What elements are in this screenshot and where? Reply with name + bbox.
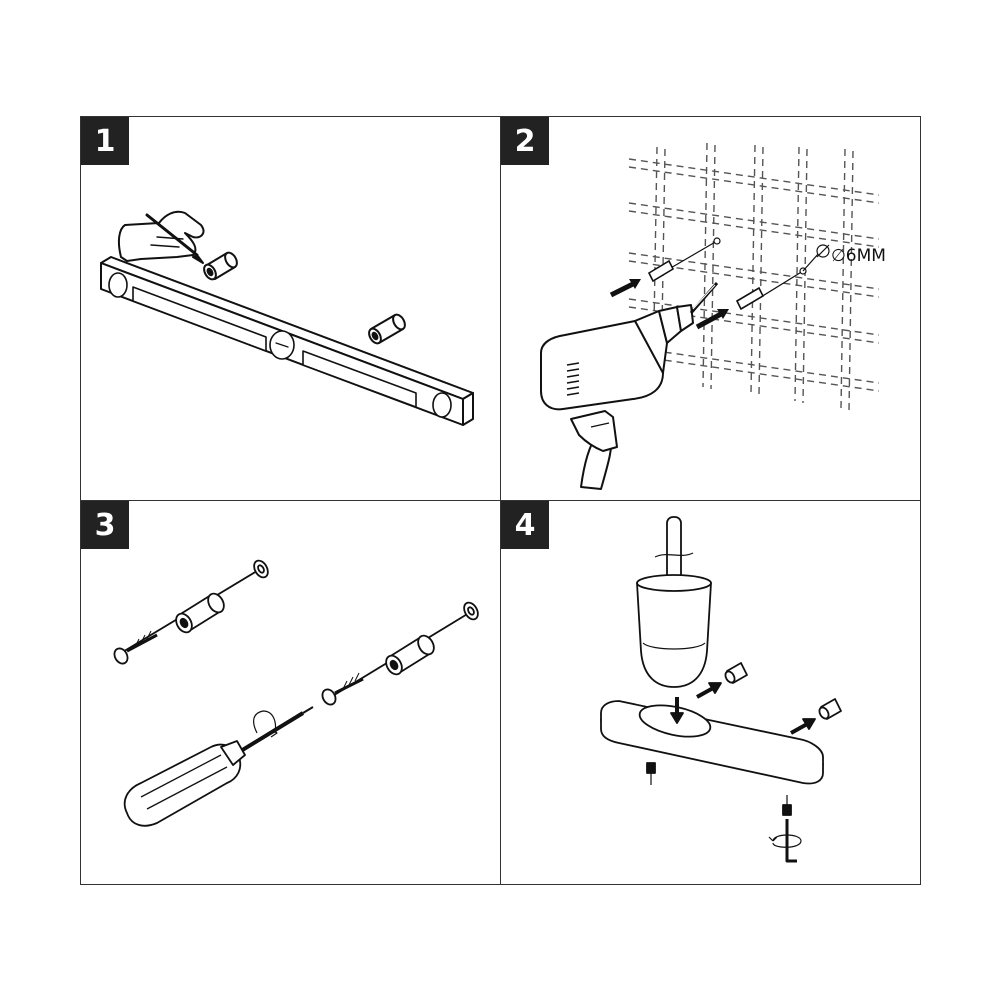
power-drill-icon [540, 282, 719, 490]
drill-diameter-label: ∅6MM [831, 246, 886, 266]
toilet-brush-icon [636, 516, 712, 688]
place-arrow-icon [670, 697, 684, 724]
screwdriver-icon [123, 706, 314, 827]
wall-plug-icon [385, 634, 435, 676]
mounting-plate-icon [600, 700, 824, 785]
step-2-badge: 2 [501, 117, 549, 165]
insert-arrow-icon [696, 682, 722, 699]
wall-plug-icon [818, 698, 842, 720]
insert-arrow-icon [695, 309, 729, 330]
wall-plug-icon [175, 592, 225, 634]
screw-icon [113, 630, 158, 665]
set-screw-icon [646, 762, 656, 785]
washer-icon [253, 559, 269, 579]
step-2-panel: 2 [500, 116, 921, 501]
step-1-panel: 1 [80, 116, 501, 501]
step-3-badge: 3 [81, 501, 129, 549]
step-1-illustration [100, 210, 474, 426]
step-4-illustration [600, 516, 842, 863]
step-4-panel: 4 [500, 500, 921, 885]
insert-arrow-icon [609, 279, 641, 298]
set-screw-icon [782, 795, 792, 816]
step-4-badge: 4 [501, 501, 549, 549]
insert-arrow-icon [790, 718, 816, 735]
wall-plug-icon [368, 313, 406, 345]
step-2-illustration: ∅6MM [540, 142, 886, 490]
step-3-illustration [113, 559, 479, 827]
spirit-level-icon [100, 256, 474, 426]
washer-icon [463, 601, 479, 621]
wall-plug-icon [203, 251, 238, 281]
wall-plug-icon [647, 259, 675, 283]
step-1-badge: 1 [81, 117, 129, 165]
hex-key-icon [768, 819, 802, 863]
screw-icon [321, 672, 364, 706]
step-3-panel: 3 [80, 500, 501, 885]
hand-pencil-icon [117, 210, 205, 264]
wall-plug-icon [724, 662, 748, 684]
wall-plug-icon [735, 286, 765, 311]
tile-grid [628, 142, 880, 412]
